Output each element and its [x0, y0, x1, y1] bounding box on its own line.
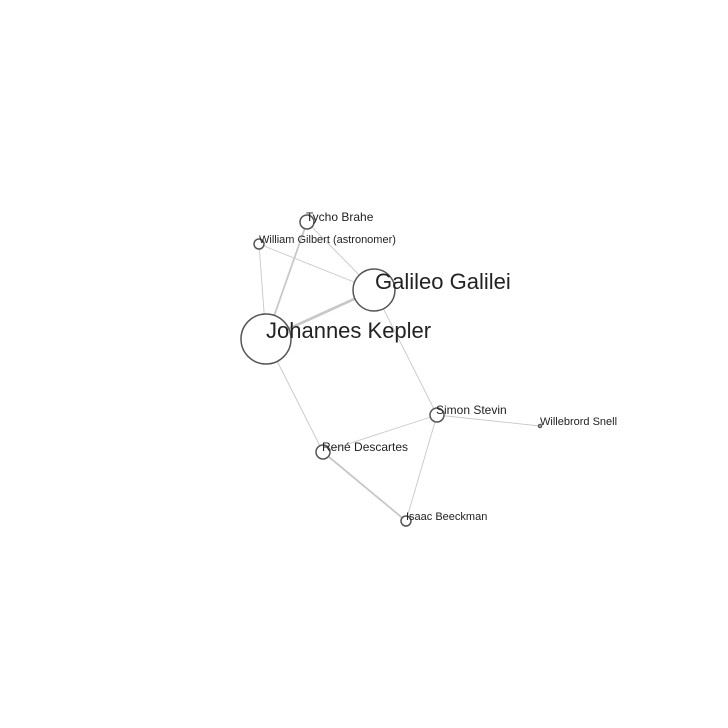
- node-circle-brahe[interactable]: [299, 214, 315, 230]
- node-circle-gilbert[interactable]: [253, 238, 265, 250]
- node-label-galileo: Galileo Galilei: [375, 269, 511, 294]
- node-galileo[interactable]: Galileo Galilei: [352, 268, 511, 312]
- edge-descartes-beeckman: [322, 451, 407, 522]
- edge-stevin-beeckman: [405, 414, 438, 522]
- node-circle-snell[interactable]: [537, 423, 543, 429]
- node-beeckman[interactable]: Isaac Beeckman: [400, 511, 487, 527]
- node-snell[interactable]: Willebrord Snell: [537, 416, 618, 429]
- edges-layer: [258, 221, 541, 522]
- node-label-brahe: Tycho Brahe: [306, 210, 374, 224]
- node-circle-galileo[interactable]: [352, 268, 396, 312]
- edge-stevin-descartes: [322, 414, 438, 453]
- node-label-snell: Willebrord Snell: [540, 416, 617, 428]
- edge-galileo-stevin: [373, 289, 438, 416]
- edge-stevin-snell: [436, 414, 541, 427]
- node-label-kepler: Johannes Kepler: [266, 318, 431, 343]
- node-circle-descartes[interactable]: [315, 444, 331, 460]
- node-label-descartes: René Descartes: [322, 440, 408, 454]
- node-circle-kepler[interactable]: [240, 313, 292, 365]
- node-kepler[interactable]: Johannes Kepler: [240, 313, 431, 365]
- node-circle-beeckman[interactable]: [400, 515, 412, 527]
- node-label-stevin: Simon Stevin: [436, 403, 507, 417]
- node-circle-stevin[interactable]: [429, 407, 445, 423]
- node-stevin[interactable]: Simon Stevin: [429, 403, 507, 423]
- node-descartes[interactable]: René Descartes: [315, 440, 408, 460]
- node-label-gilbert: William Gilbert (astronomer): [259, 234, 396, 246]
- node-gilbert[interactable]: William Gilbert (astronomer): [253, 234, 396, 250]
- node-brahe[interactable]: Tycho Brahe: [299, 210, 374, 230]
- node-label-beeckman: Isaac Beeckman: [406, 511, 487, 523]
- nodes-layer: Johannes Kepler Galileo Galilei Tycho Brah…: [240, 210, 618, 527]
